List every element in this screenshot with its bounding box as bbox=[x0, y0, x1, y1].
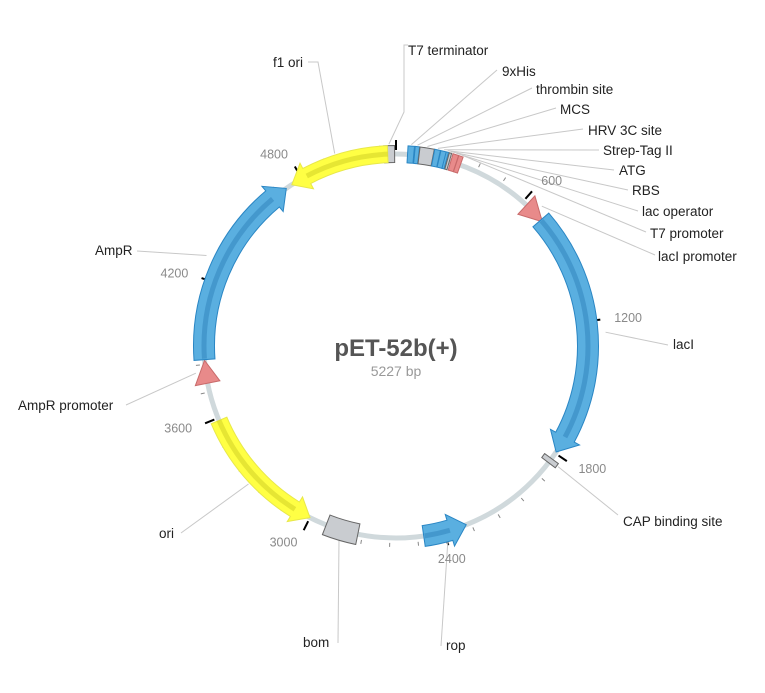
feature-9xhis[interactable] bbox=[406, 145, 416, 164]
feature-rop[interactable] bbox=[421, 513, 467, 548]
feature-rbs[interactable] bbox=[444, 152, 453, 171]
minor-tick bbox=[200, 392, 205, 395]
minor-tick bbox=[503, 177, 507, 182]
label-leader-line bbox=[427, 107, 557, 147]
label-leader-line bbox=[450, 151, 629, 191]
tick-label: 3000 bbox=[270, 536, 298, 550]
feature-atg[interactable] bbox=[441, 151, 450, 170]
label-laci[interactable]: lacI bbox=[673, 337, 694, 352]
feature-t7-promoter[interactable] bbox=[452, 154, 464, 174]
label-atg[interactable]: ATG bbox=[619, 163, 646, 178]
tick-label: 1200 bbox=[614, 311, 642, 325]
plasmid-name: pET-52b(+) bbox=[334, 335, 457, 362]
label-leader-line bbox=[461, 154, 647, 233]
label-ori[interactable]: ori bbox=[159, 526, 174, 541]
label-ampr[interactable]: AmpR bbox=[95, 243, 133, 258]
feature-ampr-promoter[interactable] bbox=[194, 359, 221, 387]
label-lac-operator[interactable]: lac operator bbox=[642, 204, 714, 219]
label-t7-promoter[interactable]: T7 promoter bbox=[650, 226, 724, 241]
major-tick bbox=[302, 520, 310, 531]
major-tick bbox=[204, 418, 215, 425]
feature-stripe bbox=[305, 151, 388, 179]
label-leader-line bbox=[180, 483, 249, 534]
label-leader-line bbox=[136, 250, 207, 256]
label-leader-line bbox=[125, 372, 197, 406]
feature-f1-ori[interactable] bbox=[291, 145, 389, 190]
label-leader-line bbox=[417, 87, 533, 146]
label-laci-promoter[interactable]: lacI promoter bbox=[658, 249, 737, 264]
label-9xhis[interactable]: 9xHis bbox=[502, 64, 536, 79]
label-leader-line bbox=[447, 150, 615, 171]
label-leader-line bbox=[411, 69, 498, 145]
plasmid-size: 5227 bp bbox=[371, 363, 422, 379]
label-leader-line bbox=[437, 128, 584, 149]
major-tick bbox=[557, 454, 568, 462]
label-leader-line bbox=[456, 152, 639, 212]
label-t7-terminator[interactable]: T7 terminator bbox=[408, 43, 489, 58]
tick-label: 3600 bbox=[164, 422, 192, 436]
label-f1-ori[interactable]: f1 ori bbox=[273, 55, 303, 70]
feature-bom[interactable] bbox=[321, 514, 361, 546]
label-cap-binding-site[interactable]: CAP binding site bbox=[623, 514, 723, 529]
minor-tick bbox=[541, 478, 546, 482]
label-leader-line bbox=[557, 466, 619, 516]
label-leader-line bbox=[605, 331, 669, 346]
minor-tick bbox=[478, 163, 481, 168]
feature-ampr[interactable] bbox=[193, 185, 287, 361]
label-thrombin-site[interactable]: thrombin site bbox=[536, 82, 613, 97]
feature-laci-promoter[interactable] bbox=[516, 194, 544, 223]
minor-tick bbox=[360, 539, 362, 544]
feature-stripe bbox=[216, 419, 297, 512]
minor-tick bbox=[497, 514, 501, 519]
label-leader-line bbox=[308, 61, 336, 154]
tick-label: 4200 bbox=[161, 266, 189, 280]
feature-stripe bbox=[201, 197, 275, 359]
label-strep-tag-ii[interactable]: Strep-Tag II bbox=[603, 143, 673, 158]
label-leader-line bbox=[337, 539, 340, 644]
tick-label: 4800 bbox=[260, 147, 288, 161]
label-leader-line bbox=[440, 541, 449, 647]
label-hrv-3c-site[interactable]: HRV 3C site bbox=[588, 123, 662, 138]
tick-label: 1800 bbox=[578, 462, 606, 476]
feature-stripe bbox=[539, 219, 591, 439]
label-rbs[interactable]: RBS bbox=[632, 183, 660, 198]
label-leader-line bbox=[388, 44, 408, 145]
label-mcs[interactable]: MCS bbox=[560, 102, 590, 117]
feature-stripe bbox=[424, 527, 451, 539]
feature-cap-binding-site[interactable] bbox=[541, 452, 560, 469]
label-bom[interactable]: bom bbox=[303, 635, 329, 650]
label-leader-line bbox=[541, 205, 656, 256]
major-tick bbox=[524, 190, 533, 200]
feature-ori[interactable] bbox=[210, 416, 311, 523]
minor-tick bbox=[472, 527, 475, 532]
minor-tick bbox=[520, 497, 525, 502]
tick-label: 600 bbox=[541, 174, 562, 188]
label-ampr-promoter[interactable]: AmpR promoter bbox=[18, 398, 114, 413]
tick-label: 2400 bbox=[438, 552, 466, 566]
feature-laci[interactable] bbox=[532, 212, 599, 453]
label-rop[interactable]: rop bbox=[446, 638, 466, 653]
